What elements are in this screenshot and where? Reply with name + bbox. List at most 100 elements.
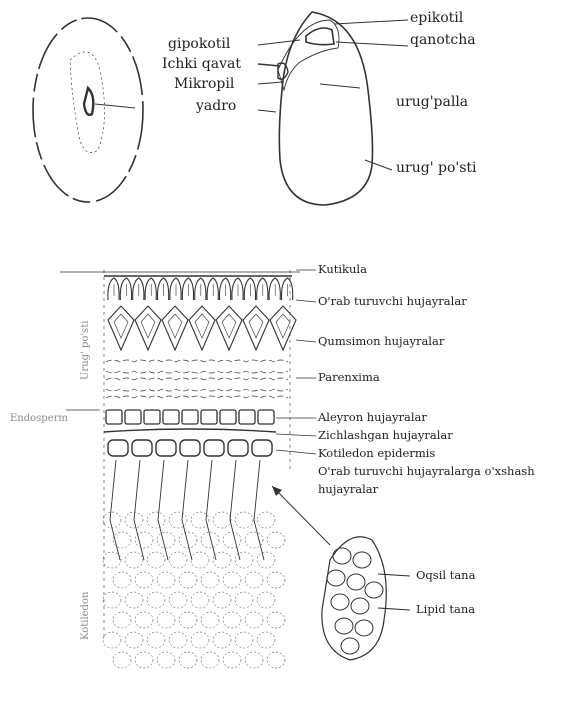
parenchyma-line — [106, 396, 288, 398]
palisade-cell — [232, 278, 243, 300]
hourglass-inner — [195, 314, 209, 338]
palisade-cell — [195, 278, 206, 300]
epidermis-cell — [180, 440, 200, 456]
cotyledon-cell — [147, 512, 165, 528]
cotyledon-cell — [267, 652, 285, 668]
inset-cell — [347, 574, 365, 590]
inset-cell — [351, 598, 369, 614]
cotyledon-cell — [213, 512, 231, 528]
palisade-cell — [244, 278, 255, 300]
label-yadro: yadro — [196, 98, 236, 114]
cotyledon-cell — [157, 612, 175, 628]
hourglass-inner — [222, 314, 236, 338]
inset-cell — [353, 552, 371, 568]
cotyledon-cell — [267, 532, 285, 548]
palisade-cell — [157, 278, 168, 300]
cotyledon-cell — [179, 572, 197, 588]
inset-cell — [333, 548, 351, 564]
dense-layer-line — [104, 429, 276, 432]
cotyledon-cell — [135, 652, 153, 668]
cotyledon-cell — [201, 612, 219, 628]
label-qanotcha: qanotcha — [410, 32, 476, 48]
label-epikotil: epikotil — [410, 10, 463, 26]
label-kotiledon-epidermis: Kotiledon epidermis — [318, 446, 435, 460]
epidermis-cell — [108, 440, 128, 456]
side-label-kotiledon: Kotiledon — [80, 592, 91, 640]
epidermis-cell — [252, 440, 272, 456]
epidermis-cell — [228, 440, 248, 456]
cotyledon-cell — [267, 572, 285, 588]
cotyledon-cell — [103, 512, 121, 528]
label-urugpalla: urug'palla — [396, 94, 468, 110]
label-lipid-tana: Lipid tana — [416, 602, 475, 616]
aleurone-cell — [201, 410, 217, 424]
cotyledon-cell-wall — [230, 460, 240, 560]
hourglass-inner — [249, 314, 263, 338]
palisade-cell — [170, 278, 181, 300]
cotyledon-cell — [125, 632, 143, 648]
cotyledon-cell — [223, 612, 241, 628]
cotyledon-cell — [257, 632, 275, 648]
cotyledon-cell — [147, 552, 165, 568]
cotyledon-cell — [125, 592, 143, 608]
cotyledon-cell — [135, 532, 153, 548]
aleurone-cell — [182, 410, 198, 424]
aleurone-cell — [144, 410, 160, 424]
cotyledon-cell — [147, 592, 165, 608]
hourglass-cell — [108, 306, 134, 350]
parenchyma-line — [106, 378, 288, 380]
section-outline — [60, 270, 300, 640]
label-urug-posti: urug' po'sti — [396, 160, 477, 176]
cotyledon-cell — [103, 592, 121, 608]
aleurone-cell — [258, 410, 274, 424]
label-ichki-qavat: Ichki qavat — [162, 56, 241, 72]
hourglass-cell — [162, 306, 188, 350]
cotyledon-cell — [201, 652, 219, 668]
cotyledon-cell — [245, 572, 263, 588]
label-aleyron: Aleyron hujayralar — [318, 410, 427, 424]
side-label-urug-posti: Urug' po'sti — [80, 321, 91, 381]
cotyledon-cell — [257, 512, 275, 528]
hourglass-cell — [243, 306, 269, 350]
hourglass-cell — [189, 306, 215, 350]
cotyledon-cell — [223, 652, 241, 668]
cotyledon-cell — [169, 632, 187, 648]
cotyledon-cell — [179, 612, 197, 628]
cotyledon-cell — [235, 632, 253, 648]
aleurone-layer — [104, 410, 276, 456]
cotyledon-cell — [169, 552, 187, 568]
parenchyma-line — [106, 360, 288, 362]
cotyledon-cell — [223, 532, 241, 548]
cotyledon-cell — [235, 552, 253, 568]
aleurone-cell — [239, 410, 255, 424]
hourglass-layer — [108, 306, 296, 350]
cotyledon-cell — [157, 652, 175, 668]
label-qumsimon: Qumsimon hujayralar — [318, 334, 444, 348]
cotyledon-cell — [125, 552, 143, 568]
cotyledon-cell — [135, 572, 153, 588]
cotyledon-cell — [191, 592, 209, 608]
cotyledon-cell — [213, 592, 231, 608]
palisade-cell — [219, 278, 230, 300]
cotyledon-cell — [201, 572, 219, 588]
cotyledon-cell — [213, 632, 231, 648]
hourglass-cell — [270, 306, 296, 350]
cotyledon-cell-wall — [158, 460, 168, 560]
label-parenxima: Parenxima — [318, 370, 380, 384]
inset-cell — [331, 594, 349, 610]
palisade-layer — [104, 276, 293, 300]
hourglass-inner — [114, 314, 128, 338]
cotyledon-cell — [103, 632, 121, 648]
label-kutikula: Kutikula — [318, 262, 367, 276]
palisade-cell — [145, 278, 156, 300]
inset-cell — [355, 620, 373, 636]
cotyledon-cell — [257, 592, 275, 608]
cotyledon-cell — [157, 572, 175, 588]
label-orab-oxshash-2: hujayralar — [318, 482, 378, 496]
label-gipokotil: gipokotil — [168, 36, 230, 52]
label-orab-oxshash-1: O'rab turuvchi hujayralarga o'xshash — [318, 464, 535, 478]
cotyledon-cell — [147, 632, 165, 648]
epidermis-cell — [204, 440, 224, 456]
label-orab-turuvchi: O'rab turuvchi hujayralar — [318, 294, 467, 308]
